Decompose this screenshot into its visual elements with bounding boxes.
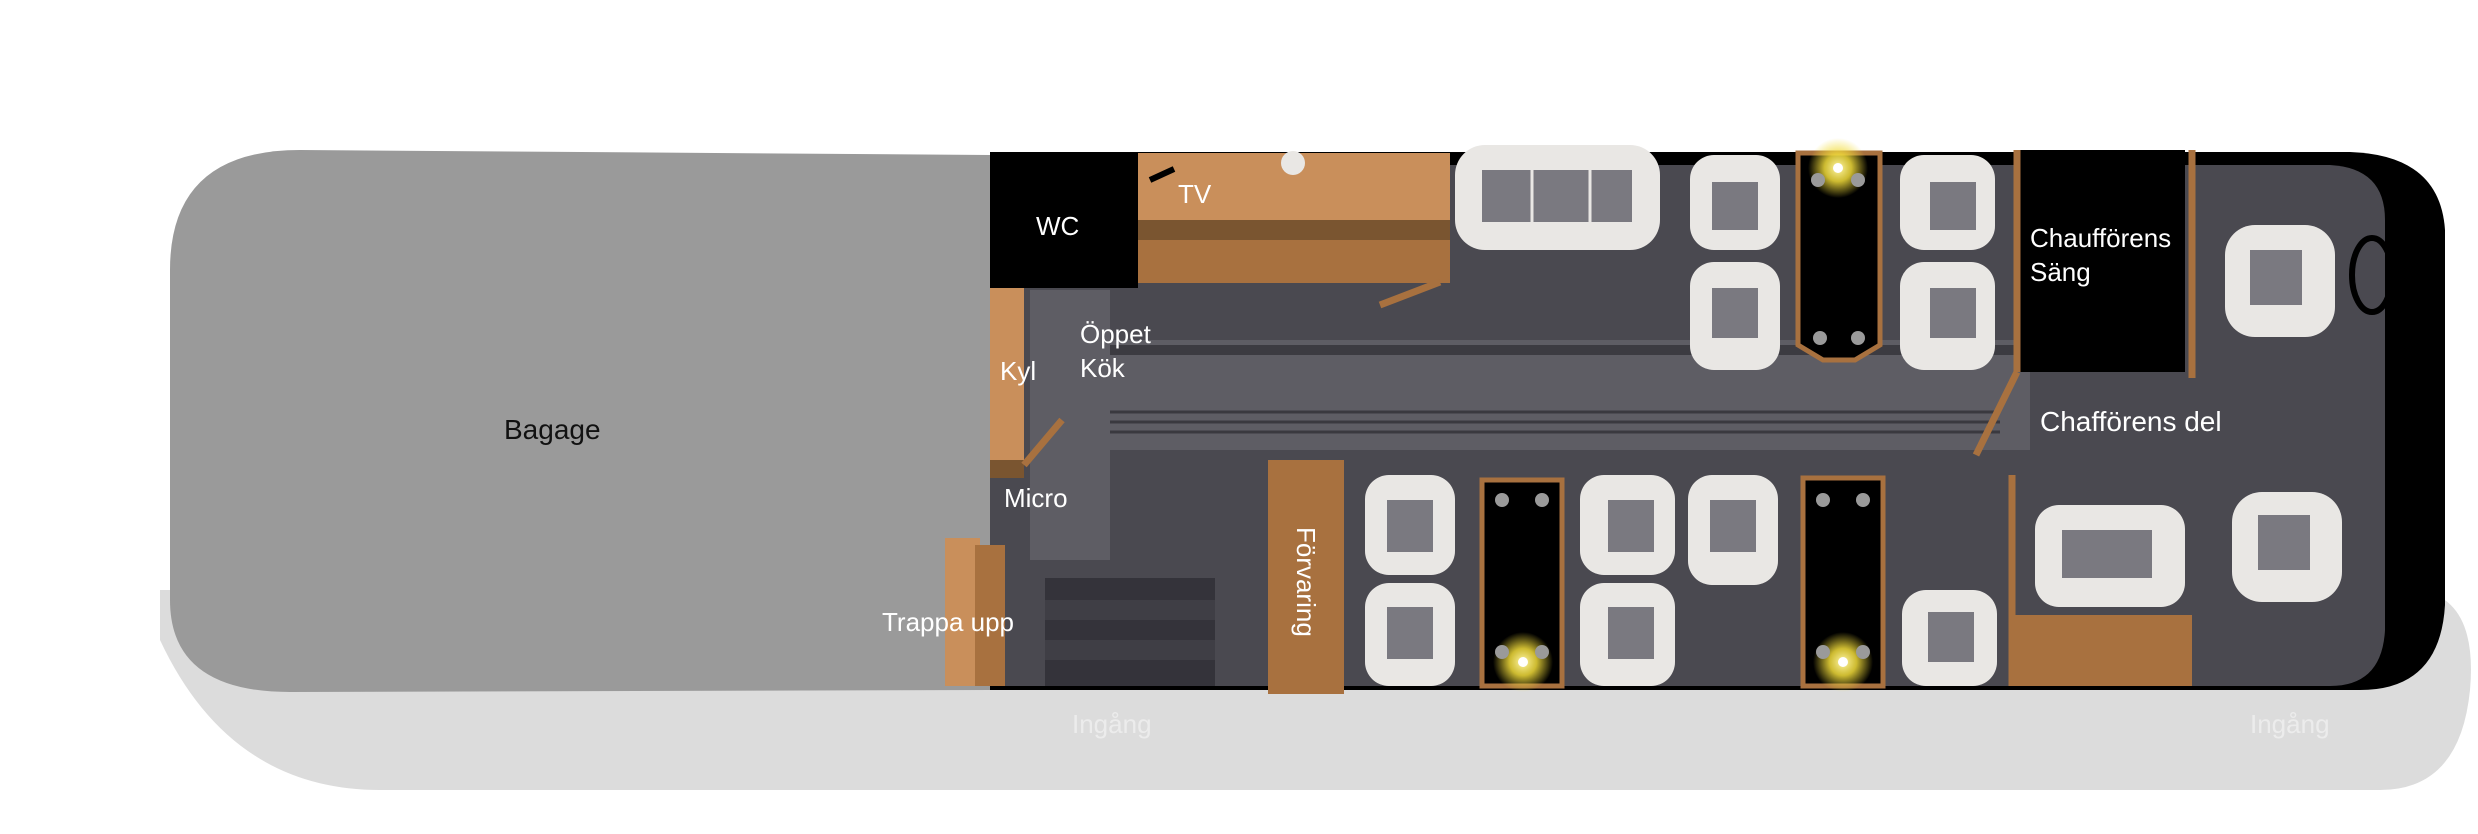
stairs-steps bbox=[1045, 578, 1215, 686]
steering-wheel bbox=[2349, 235, 2395, 315]
seat-lower-2 bbox=[1365, 583, 1455, 686]
seat-lower-5 bbox=[1688, 475, 1778, 585]
driver-bed bbox=[2020, 150, 2185, 372]
tv-screen bbox=[1148, 166, 1176, 183]
kyl-cabinet bbox=[990, 288, 1024, 478]
kok-label: Kök bbox=[1080, 352, 1125, 383]
seat-lower-4 bbox=[1580, 583, 1675, 686]
forvaring-label: Förvaring bbox=[1290, 526, 1321, 637]
stair-wood-2 bbox=[975, 545, 1005, 686]
tv-knob bbox=[1281, 151, 1305, 175]
seat-front-upper bbox=[2225, 225, 2335, 337]
table-lower-1 bbox=[1479, 477, 1565, 692]
seat-upper-4 bbox=[1900, 262, 1995, 370]
oppet-label: Öppet bbox=[1080, 319, 1151, 349]
seat-lower-6 bbox=[1902, 590, 1997, 686]
wc-room bbox=[990, 153, 1138, 288]
bagage-label: Bagage bbox=[504, 414, 601, 445]
chauffor-line-2: Säng bbox=[2030, 256, 2091, 287]
driver-counter bbox=[2012, 615, 2192, 686]
chaffor-del-label: Chafförens del bbox=[2040, 406, 2222, 437]
kitchen-floor bbox=[1030, 290, 1110, 560]
tv-label: TV bbox=[1178, 179, 1212, 209]
seat-upper-2 bbox=[1690, 262, 1780, 370]
seat-upper-3 bbox=[1900, 155, 1995, 250]
kyl-label: Kyl bbox=[1000, 356, 1037, 386]
stair-wood-1 bbox=[945, 538, 980, 686]
ingang-mid-label: Ingång bbox=[1072, 709, 1152, 739]
seat-front-lower bbox=[2232, 492, 2342, 602]
bagage-area bbox=[170, 150, 990, 692]
driver-seat bbox=[2035, 505, 2185, 607]
ingang-right-label: Ingång bbox=[2250, 709, 2330, 739]
table-lower-2 bbox=[1800, 475, 1886, 692]
seat-lower-1 bbox=[1365, 475, 1455, 575]
table-upper-1 bbox=[1795, 138, 1883, 363]
kitchen-label: Öppet Kök bbox=[1080, 318, 1151, 386]
chauffor-line-1: Chaufförens bbox=[2030, 223, 2172, 253]
wc-label: WC bbox=[1036, 211, 1080, 241]
seat-upper-1 bbox=[1690, 155, 1780, 250]
seat-lower-3 bbox=[1580, 475, 1675, 575]
micro-label: Micro bbox=[1004, 483, 1068, 513]
forvaring-cabinet bbox=[1268, 460, 1344, 694]
driver-bed-label: Chaufförens Säng bbox=[2030, 222, 2171, 290]
trappa-upp-label: Trappa upp bbox=[882, 607, 1015, 637]
